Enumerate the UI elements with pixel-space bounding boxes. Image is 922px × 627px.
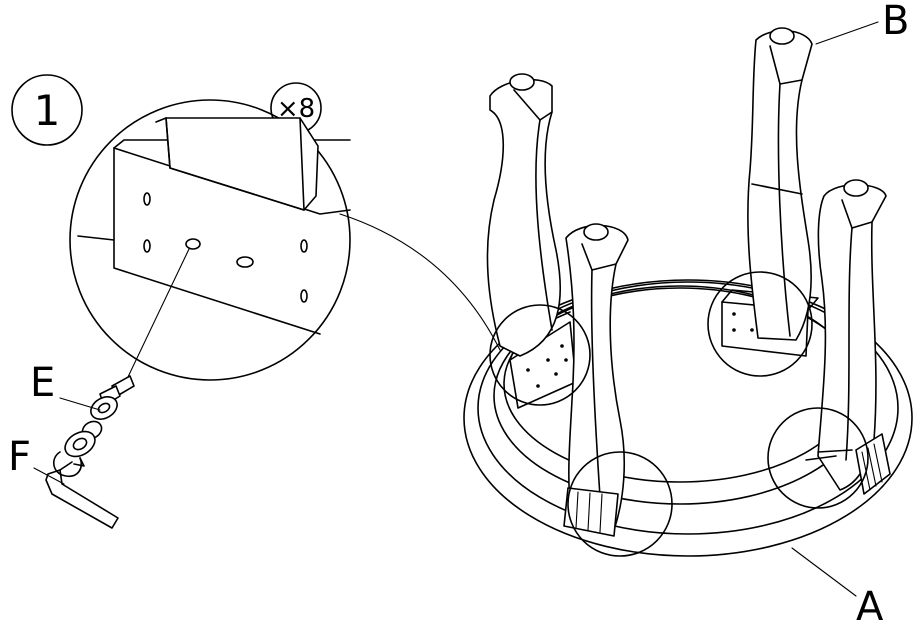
label-f: F (8, 434, 65, 485)
step-number-badge: 1 (11, 74, 83, 146)
allen-key (45, 451, 119, 529)
bolt-assembly (64, 375, 135, 458)
leg-back-left (486, 73, 562, 357)
label-b-text: B (882, 0, 909, 44)
leg-front (563, 223, 629, 537)
label-b: B (815, 0, 909, 45)
leg-back-right (747, 27, 813, 341)
label-e: E (30, 360, 101, 411)
label-e-text: E (30, 360, 55, 406)
step-number: 1 (34, 86, 61, 135)
callout-circles (489, 271, 869, 557)
label-a-text: A (856, 584, 884, 627)
detail-magnifier (69, 99, 501, 381)
leg-right (817, 179, 891, 495)
label-f-text: F (8, 434, 31, 480)
label-a: A (791, 547, 884, 627)
